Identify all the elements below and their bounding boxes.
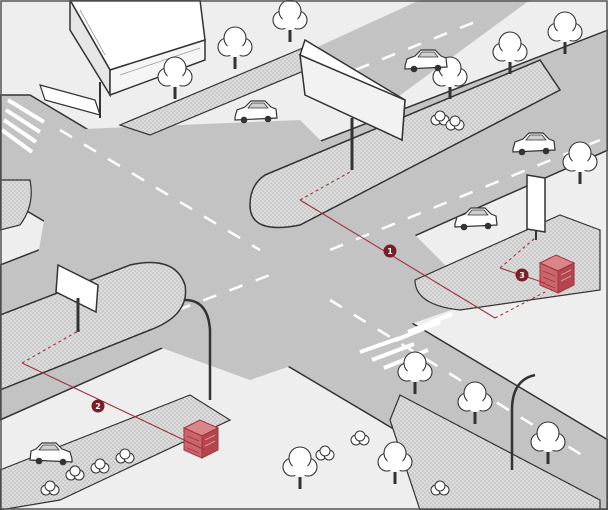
- kiosk-icon: [183, 419, 219, 459]
- crosswalk-left: [0, 98, 46, 154]
- svg-text:3: 3: [519, 271, 525, 280]
- median-left: [0, 261, 187, 391]
- svg-text:1: 1: [387, 247, 393, 256]
- billboard-icon: [299, 38, 406, 170]
- marker-1: 1: [383, 244, 397, 258]
- median-right: [249, 59, 562, 229]
- dimension-lines: [21, 171, 546, 451]
- svg-text:2: 2: [95, 402, 101, 411]
- strip-bottom-left: [0, 394, 232, 510]
- ad-pillar-icon: [526, 174, 546, 240]
- kiosk-icon: [539, 254, 575, 294]
- streetlight-icon: [184, 298, 536, 470]
- building-icon: [69, 0, 206, 98]
- strip-left-edge: [0, 179, 32, 231]
- marker-2: 2: [91, 399, 105, 413]
- billboard-left-icon: [55, 263, 99, 332]
- marker-3: 3: [515, 268, 529, 282]
- bus-shelter-icon: [39, 82, 101, 118]
- dimension-line-2: [21, 362, 206, 451]
- dimension-line-1: [299, 199, 496, 319]
